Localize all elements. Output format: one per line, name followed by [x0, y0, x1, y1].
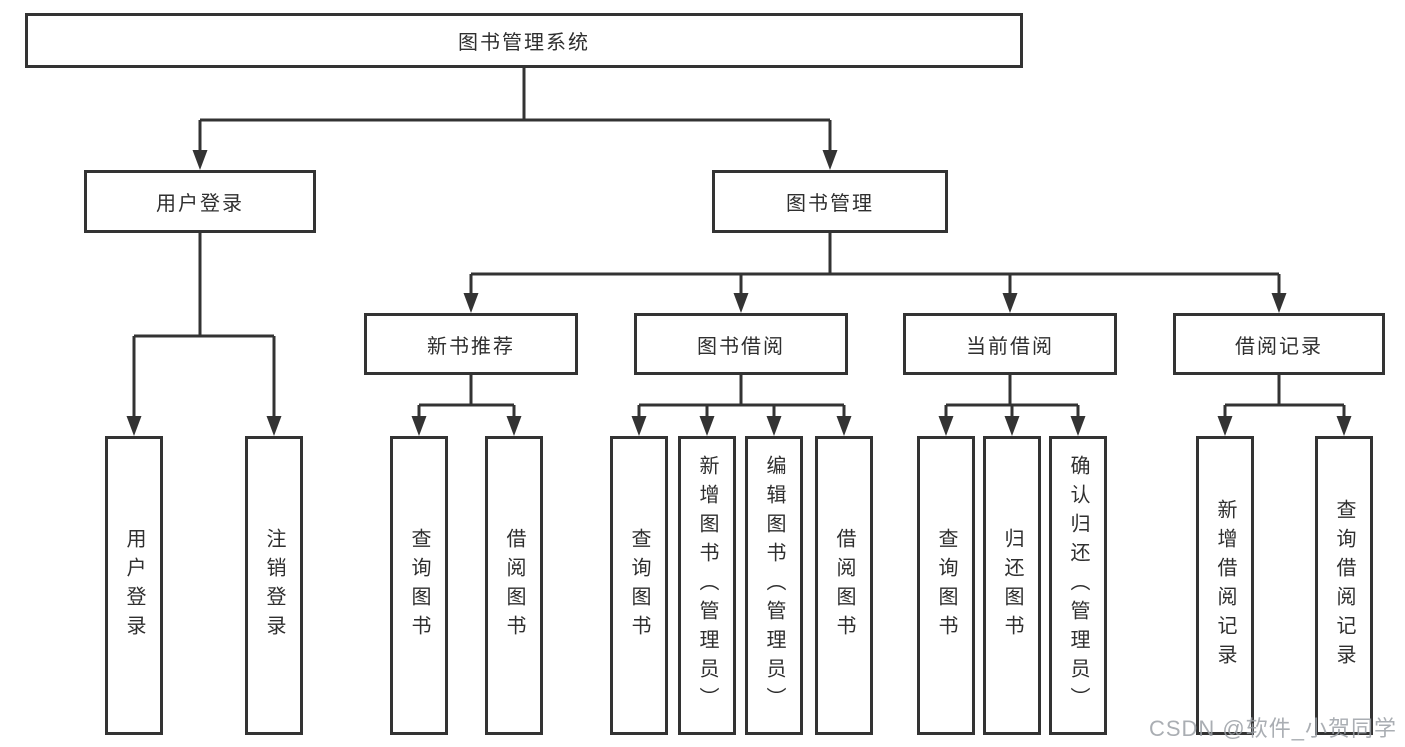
- node-label: 查询图书: [408, 527, 430, 644]
- node-label: 注销登录: [263, 527, 285, 644]
- leaf-edit-books-admin: 编辑图书（管理员）: [745, 436, 803, 735]
- leaf-query-books-current: 查询图书: [917, 436, 975, 735]
- leaf-borrow-books: 借阅图书: [815, 436, 873, 735]
- leaf-borrow-books-recommend: 借阅图书: [485, 436, 543, 735]
- arrowhead-icon: [1070, 416, 1086, 436]
- leaf-add-books-admin: 新增图书（管理员）: [678, 436, 736, 735]
- node-label: 用户登录: [156, 193, 244, 215]
- node-label: 查询图书: [628, 527, 650, 644]
- node-label: 编辑图书（管理员）: [763, 455, 785, 716]
- node-label: 查询图书: [935, 527, 957, 644]
- arrowhead-icon: [699, 416, 715, 436]
- connector-current-borrow-to-leaves: [938, 375, 1086, 436]
- arrowhead-icon: [1217, 416, 1233, 436]
- connector-new-book-to-leaves: [411, 375, 522, 436]
- node-book-borrowing: 图书借阅: [634, 313, 848, 375]
- node-book-management: 图书管理: [712, 170, 948, 233]
- node-label: 图书管理系统: [458, 32, 590, 54]
- connector-book-borrow-to-leaves: [631, 375, 852, 436]
- arrowhead-icon: [506, 416, 522, 436]
- node-label: 借阅图书: [833, 527, 855, 644]
- arrowhead-icon: [266, 416, 282, 436]
- arrowhead-icon: [836, 416, 852, 436]
- leaf-user-login: 用户登录: [105, 436, 163, 735]
- leaf-add-borrow-record: 新增借阅记录: [1196, 436, 1254, 735]
- node-label: 新增图书（管理员）: [696, 455, 718, 716]
- arrowhead-icon: [411, 416, 427, 436]
- leaf-query-books-borrow: 查询图书: [610, 436, 668, 735]
- arrowhead-icon: [1004, 416, 1020, 436]
- node-label: 图书管理: [786, 193, 874, 215]
- node-label: 新书推荐: [427, 335, 515, 358]
- node-user-login: 用户登录: [84, 170, 316, 233]
- arrowhead-icon: [1336, 416, 1352, 436]
- connector-user-login-to-leaves: [126, 233, 282, 436]
- connector-borrow-records-to-leaves: [1217, 375, 1352, 436]
- arrowhead-icon: [822, 150, 838, 170]
- node-label: 借阅图书: [503, 527, 525, 644]
- arrowhead-icon: [126, 416, 142, 436]
- node-label: 图书借阅: [697, 335, 785, 358]
- node-label: 归还图书: [1001, 527, 1023, 644]
- leaf-logout: 注销登录: [245, 436, 303, 735]
- leaf-return-books: 归还图书: [983, 436, 1041, 735]
- node-label: 借阅记录: [1235, 335, 1323, 358]
- node-library-management-system: 图书管理系统: [25, 13, 1023, 68]
- leaf-query-books-recommend: 查询图书: [390, 436, 448, 735]
- node-label: 当前借阅: [966, 335, 1054, 358]
- arrowhead-icon: [192, 150, 208, 170]
- node-label: 查询借阅记录: [1333, 498, 1355, 673]
- node-label: 新增借阅记录: [1214, 498, 1236, 673]
- arrowhead-icon: [463, 293, 479, 313]
- connector-root-to-level2: [192, 68, 838, 170]
- arrowhead-icon: [733, 293, 749, 313]
- arrowhead-icon: [938, 416, 954, 436]
- connector-book-management-to-level3: [463, 233, 1287, 313]
- node-borrowing-records: 借阅记录: [1173, 313, 1385, 375]
- leaf-query-borrow-record: 查询借阅记录: [1315, 436, 1373, 735]
- arrowhead-icon: [1271, 293, 1287, 313]
- arrowhead-icon: [1002, 293, 1018, 313]
- arrowhead-icon: [766, 416, 782, 436]
- arrowhead-icon: [631, 416, 647, 436]
- node-label: 用户登录: [123, 527, 145, 644]
- node-new-book-recommendation: 新书推荐: [364, 313, 578, 375]
- node-current-borrowing: 当前借阅: [903, 313, 1117, 375]
- node-label: 确认归还（管理员）: [1067, 455, 1089, 716]
- csdn-watermark: CSDN @软件_小贺同学: [1148, 716, 1397, 741]
- leaf-confirm-return-admin: 确认归还（管理员）: [1049, 436, 1107, 735]
